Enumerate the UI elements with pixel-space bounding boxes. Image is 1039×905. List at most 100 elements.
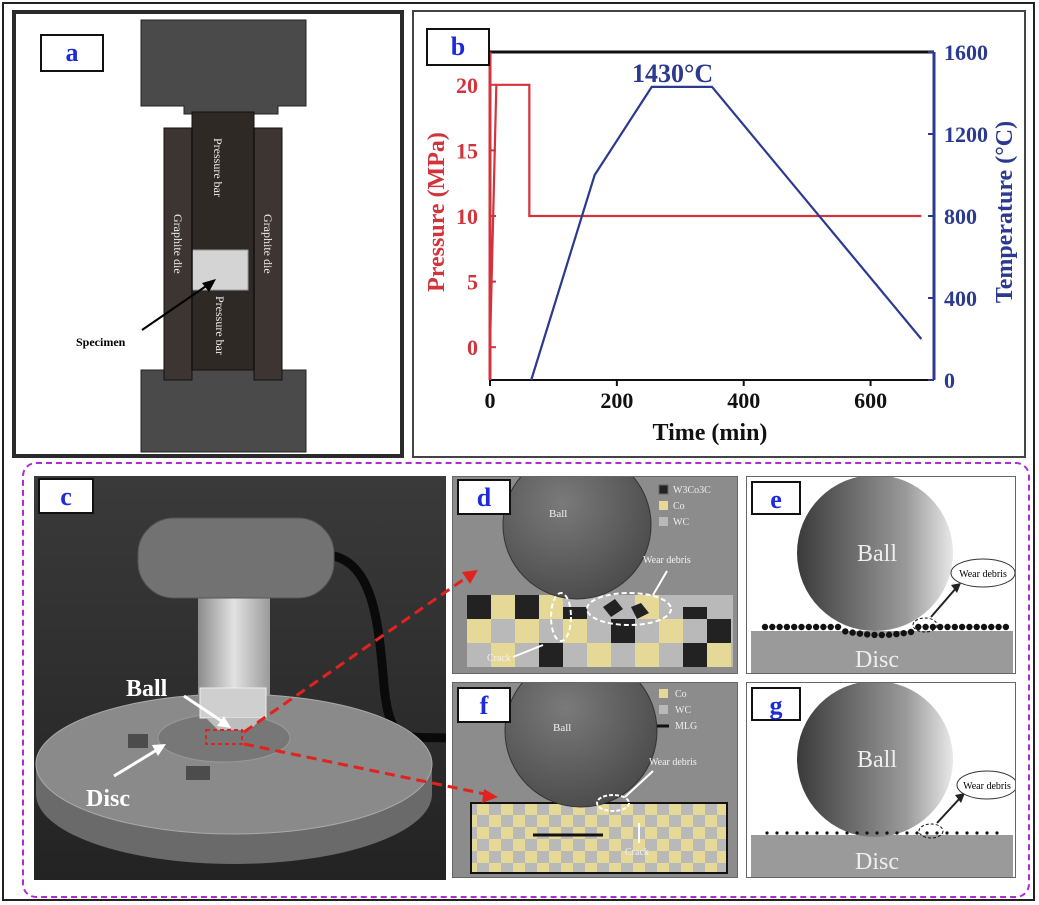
debris-particle-e (805, 623, 812, 631)
panel-a: Pressure bar Pressure bar Graphite die G… (12, 10, 404, 458)
graphite-die-left-label: Graphite die (171, 214, 185, 274)
graphite-die-right (253, 127, 283, 381)
crack-label-d: Crack (487, 653, 511, 664)
debris-particle-e (783, 623, 791, 631)
debris-particle-g (865, 831, 869, 835)
debris-particle-e (900, 629, 907, 637)
debris-particle-e (856, 630, 864, 637)
x-tick-label-0: 0 (485, 388, 496, 413)
debris-particle-e (798, 623, 805, 631)
legend-d-0: W3Co3C (673, 485, 711, 496)
disc-label-e: Disc (855, 647, 899, 673)
wear-debris-label-g: Wear debris (963, 781, 1011, 792)
disc-label-c: Disc (86, 786, 130, 812)
rig-head (137, 517, 335, 599)
y-tick-label-0: 0 (467, 335, 478, 360)
wear-debris-label-e: Wear debris (959, 569, 1007, 580)
legend-d-2: WC (673, 517, 689, 528)
debris-particle-e (769, 623, 776, 631)
y2-tick-label-3: 1200 (944, 122, 988, 147)
ball-on-disc-rig: Ball Disc (34, 476, 446, 880)
left-axis-label: Pressure (MPa) (424, 132, 450, 292)
debris-particle-g (885, 831, 889, 835)
panel-label-g: g (751, 687, 801, 721)
ball-label-d: Ball (549, 508, 567, 520)
debris-particle-e (849, 629, 856, 636)
graphite-die-right-label: Graphite die (261, 214, 275, 274)
wear-mechanism-diagram-f: Co WC MLG Ball Wear debris Crack (453, 683, 737, 877)
wear-debris-label-f: Wear debris (649, 757, 697, 768)
debris-particle-e (929, 623, 937, 631)
debris-particle-g (815, 831, 819, 835)
legend-f-1: WC (675, 705, 691, 716)
ball-label-e: Ball (857, 541, 897, 567)
debris-particle-g (935, 831, 939, 835)
substrate-grains-d (467, 595, 733, 667)
debris-particle-g (855, 831, 859, 835)
y2-tick-label-0: 0 (944, 368, 955, 393)
sps-apparatus-diagram: Pressure bar Pressure bar Graphite die G… (16, 14, 400, 454)
debris-particle-e (937, 623, 944, 631)
disc-g (751, 835, 1013, 877)
peak-temperature-annotation: 1430°C (632, 59, 713, 88)
ball-f (504, 683, 658, 808)
pressure-bar-top-label: Pressure bar (211, 138, 225, 197)
panel-label-e: e (751, 481, 801, 515)
right-axis-label: Temperature (°C) (992, 121, 1018, 303)
legend-f-0: Co (675, 689, 687, 700)
panel-c: Ball Disc c (34, 476, 446, 880)
debris-particle-g (955, 831, 959, 835)
debris-particle-e (922, 623, 929, 631)
x-tick-label-1: 200 (600, 388, 633, 413)
debris-particle-g (825, 831, 829, 835)
debris-particle-e (864, 631, 871, 638)
debris-particle-e (827, 623, 834, 631)
wear-debris-label-d: Wear debris (643, 555, 691, 566)
panel-label-c: c (38, 478, 94, 514)
debris-particle-e (958, 623, 966, 631)
debris-particle-g (845, 831, 849, 835)
ball-e (797, 477, 953, 631)
debris-particle-e (973, 623, 980, 631)
pressure-bar-bottom-label: Pressure bar (213, 296, 227, 355)
debris-particle-g (805, 831, 809, 835)
y-tick-label-2: 10 (456, 204, 478, 229)
legend-f-2: MLG (675, 721, 697, 732)
debris-particle-e (1002, 623, 1010, 631)
y2-tick-label-2: 800 (944, 204, 977, 229)
y2-tick-label-1: 400 (944, 286, 977, 311)
ball-label-c: Ball (126, 676, 168, 702)
debris-particle-e (791, 623, 798, 631)
debris-particle-e (842, 628, 849, 635)
debris-particle-e (885, 631, 893, 638)
substrate-grains-f (470, 802, 728, 874)
debris-particle-e (907, 628, 915, 636)
debris-particle-e (878, 631, 885, 639)
debris-particle-g (945, 831, 949, 835)
pressure-series-line (488, 83, 922, 348)
specimen-label: Specimen (76, 335, 126, 349)
x-tick-label-2: 400 (727, 388, 760, 413)
debris-particle-e (988, 623, 995, 631)
tribology-group-frame (22, 462, 1030, 898)
debris-particle-g (835, 831, 839, 835)
debris-particle-g (985, 831, 989, 835)
debris-particle-e (944, 623, 951, 631)
debris-particle-g (905, 831, 909, 835)
x-axis-label: Time (min) (653, 420, 768, 446)
panel-g: Wear debris Ball Disc g (746, 682, 1016, 878)
debris-particle-g (975, 831, 979, 835)
ball-d (502, 477, 652, 600)
ball-label-g: Ball (857, 747, 897, 773)
debris-particle-g (765, 831, 769, 835)
debris-particle-g (785, 831, 789, 835)
panel-f: Co WC MLG Ball Wear debris Crack f (452, 682, 738, 878)
debris-particle-e (995, 623, 1002, 631)
debris-particle-g (965, 831, 969, 835)
debris-particle-g (775, 831, 779, 835)
debris-particle-g (925, 831, 929, 835)
debris-particle-g (795, 831, 799, 835)
debris-particle-e (966, 623, 973, 631)
